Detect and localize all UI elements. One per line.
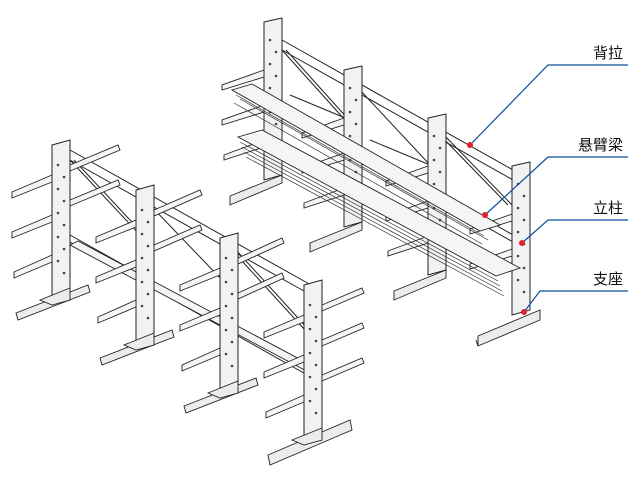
- front-rack: [11, 139, 365, 466]
- callouts: 背拉 悬臂梁 立柱 支座: [467, 44, 628, 315]
- front-rack-column-holes: [56, 163, 318, 415]
- callout-back-brace: 背拉: [467, 44, 628, 148]
- front-rack-arms-left: [11, 174, 305, 419]
- rear-rack: [221, 17, 541, 347]
- front-rack-arms-right: [69, 144, 365, 382]
- callout-base: 支座: [521, 270, 628, 315]
- front-rack-columns: [51, 139, 323, 446]
- stored-bar-stock-upper: [230, 83, 502, 245]
- label-cantilever-arm: 悬臂梁: [578, 136, 623, 154]
- stored-bar-stock-lower: [236, 129, 522, 297]
- callout-column: 立柱: [519, 199, 628, 246]
- callout-cantilever-arm: 悬臂梁: [482, 136, 628, 218]
- front-rack-diagonal-braces: [69, 159, 310, 331]
- front-rack-bases: [15, 284, 353, 466]
- label-column: 立柱: [593, 199, 623, 217]
- label-back-brace: 背拉: [593, 44, 623, 62]
- rear-rack-bases: [229, 174, 541, 347]
- rear-rack-diagonal-braces: [281, 49, 513, 206]
- label-base: 支座: [593, 270, 623, 288]
